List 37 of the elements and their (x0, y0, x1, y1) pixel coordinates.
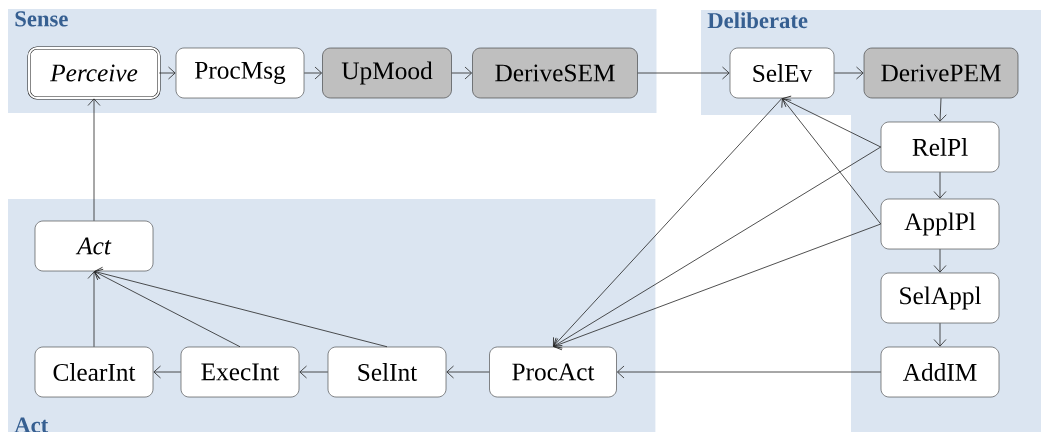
process-box: ProcAct (489, 346, 617, 398)
arrow (933, 171, 947, 199)
arrow (158, 66, 176, 80)
process-box: Perceive (27, 46, 161, 100)
process-box: ApplPl (880, 198, 1000, 250)
arrow (299, 365, 329, 379)
arrow (553, 146, 882, 349)
arrow (451, 66, 473, 80)
arrow (933, 322, 947, 347)
arrow (553, 223, 882, 351)
arrow (94, 268, 241, 348)
process-box: SelEv (729, 47, 835, 99)
arrow (933, 248, 947, 273)
process-box: SelInt (327, 346, 447, 398)
arrow (153, 365, 182, 379)
arrow (94, 266, 388, 348)
process-box: DeriveSEM (472, 47, 638, 99)
process-box: RelPl (880, 121, 1000, 173)
arrow (87, 98, 101, 222)
arrow (616, 365, 882, 379)
arrow (637, 66, 730, 80)
arrow (446, 365, 490, 379)
arrow (553, 97, 783, 347)
process-box: UpMood (322, 47, 452, 99)
arrow (833, 66, 864, 80)
process-box: AddIM (880, 346, 1000, 398)
arrow (781, 98, 882, 225)
arrow (87, 271, 101, 348)
arrow (933, 97, 947, 122)
process-box: ExecInt (180, 346, 300, 398)
process-box: DerivePEM (863, 47, 1019, 99)
process-box: SelAppl (880, 272, 1000, 324)
process-box: Act (34, 220, 154, 272)
arrow (782, 95, 882, 148)
arrow (303, 66, 323, 80)
process-box: ProcMsg (175, 47, 305, 99)
process-box: ClearInt (34, 346, 154, 398)
